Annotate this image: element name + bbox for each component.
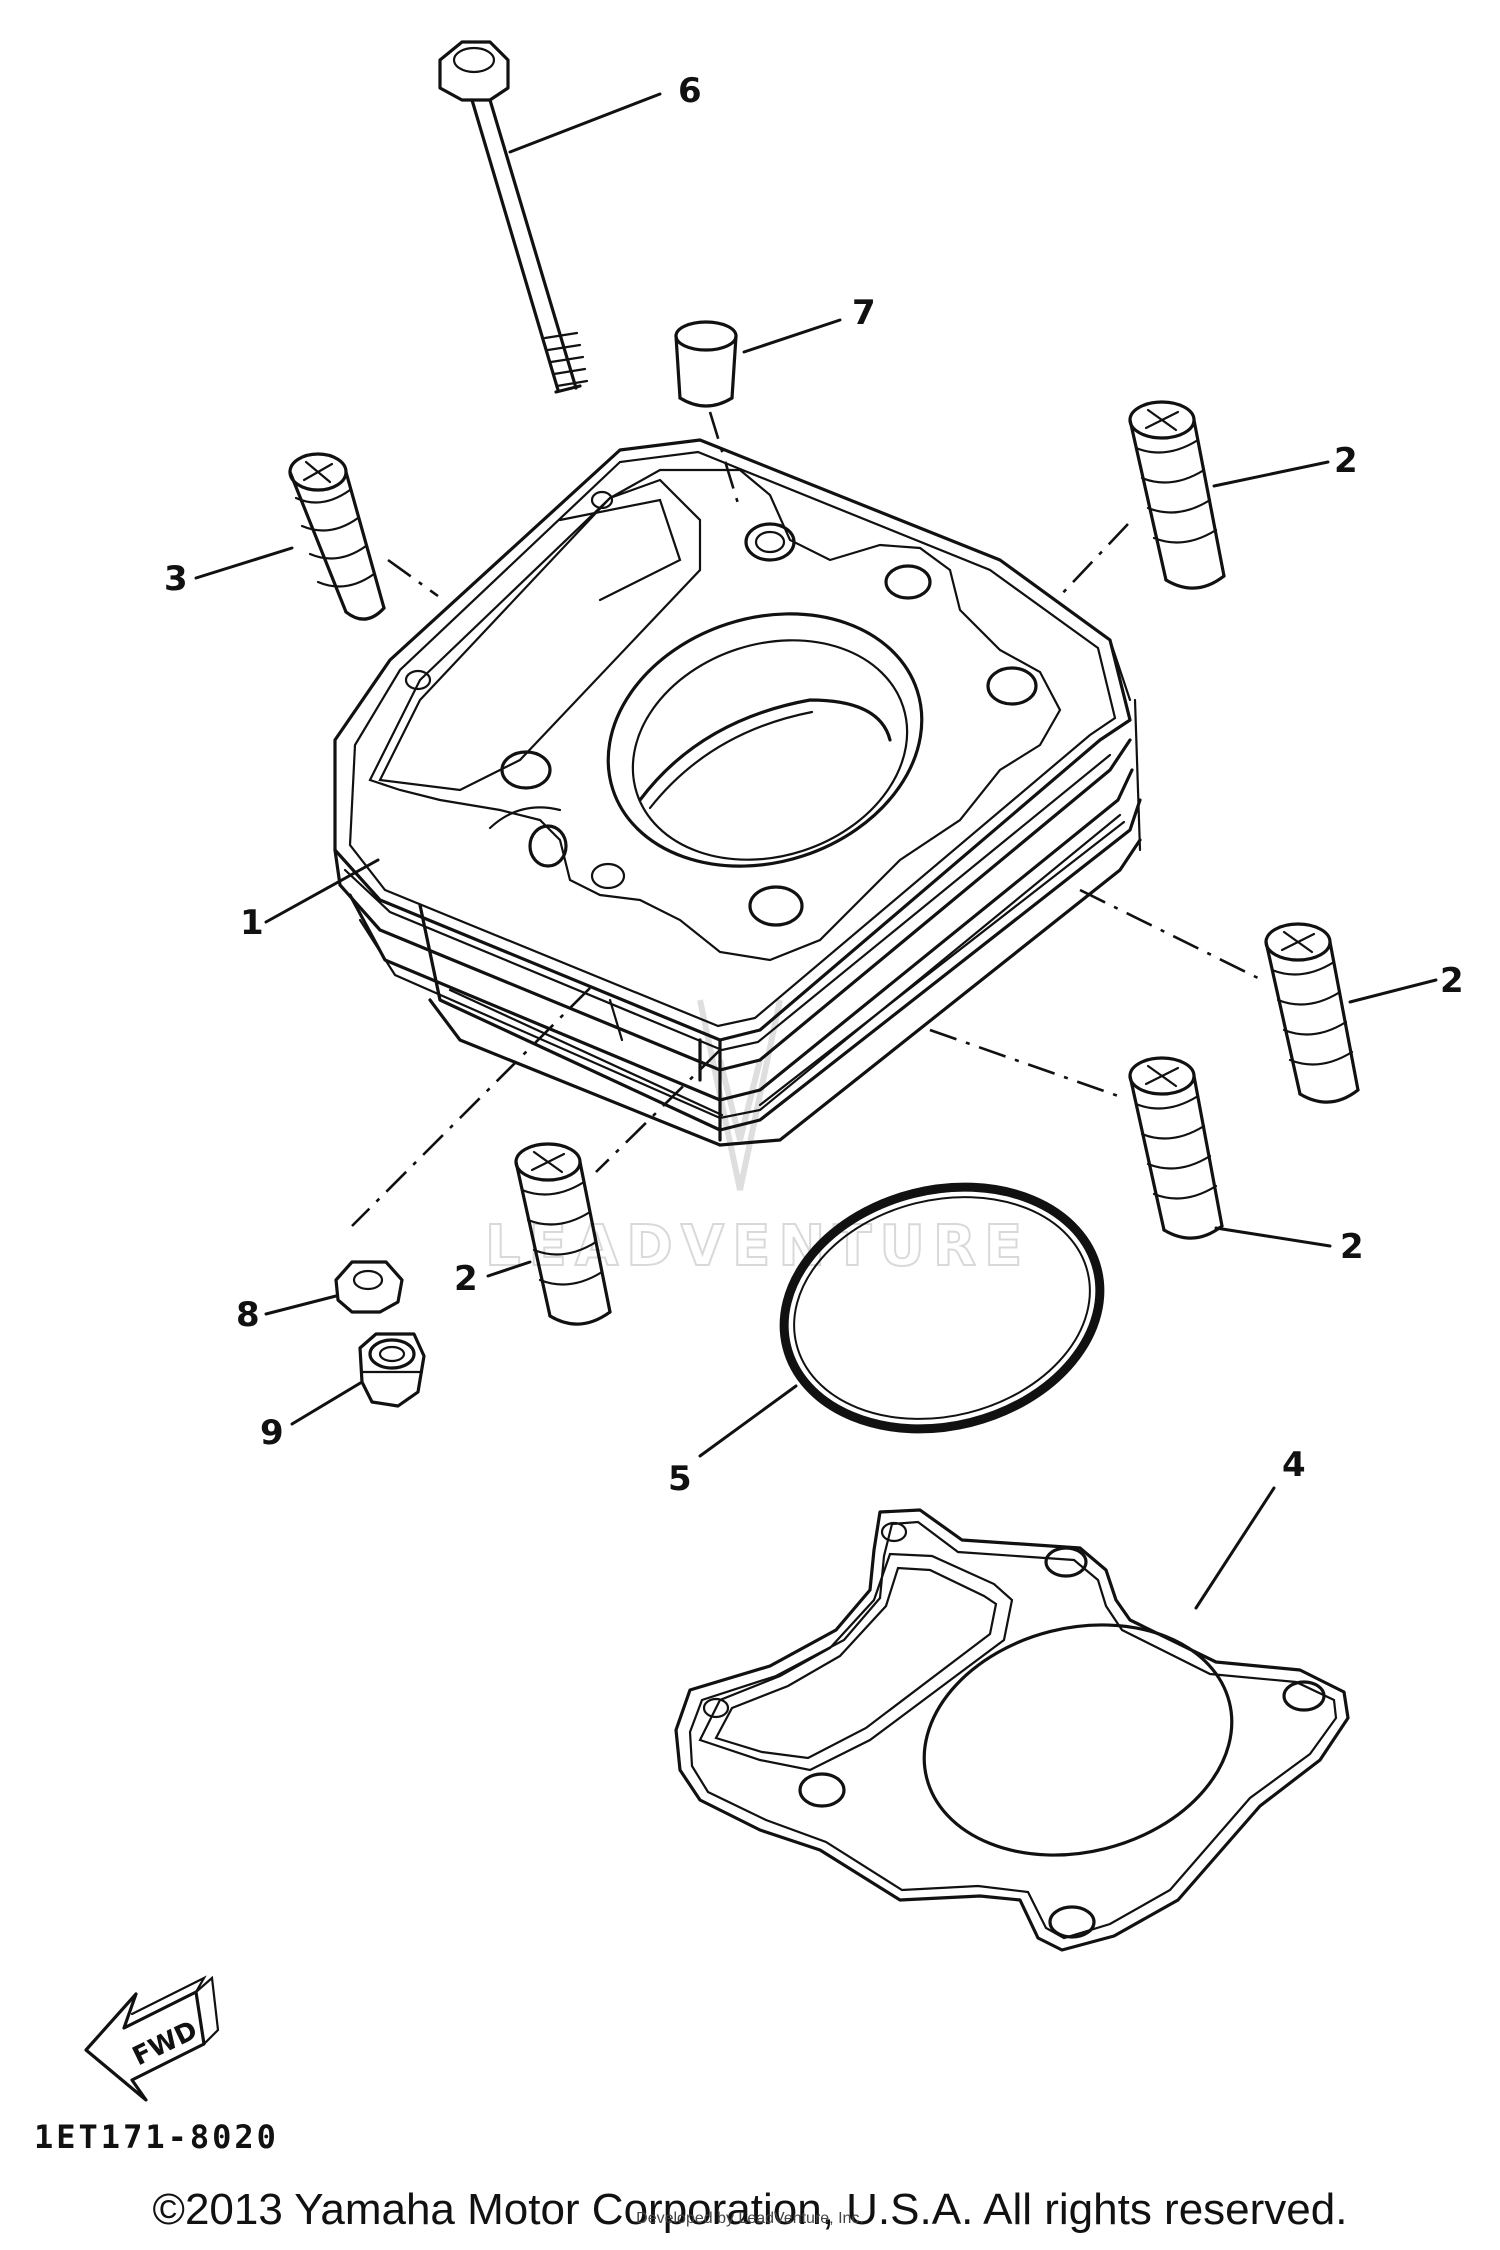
callout-1: 1 <box>240 858 380 943</box>
part-6-bolt[interactable] <box>438 40 589 394</box>
fwd-arrow-icon: FWD <box>84 1975 220 2102</box>
part-4-gasket[interactable] <box>674 1508 1350 1952</box>
part-2-stud-bolt-d[interactable] <box>514 1142 612 1326</box>
callout-9: 9 <box>260 1380 364 1453</box>
part-2-stud-bolt-b[interactable] <box>1264 922 1360 1104</box>
part-3-stud-bolt[interactable] <box>288 452 439 621</box>
callout-2b: 2 <box>1348 961 1464 1004</box>
alignment-lines <box>351 888 1263 1227</box>
part-5-o-ring[interactable] <box>758 1155 1126 1461</box>
svg-text:6: 6 <box>678 71 702 111</box>
copyright-notice: ©2013 Yamaha Motor Corporation, U.S.A. A… <box>152 2185 1348 2234</box>
svg-text:4: 4 <box>1282 1445 1306 1485</box>
callout-6: 6 <box>508 71 702 154</box>
svg-text:5: 5 <box>668 1459 692 1499</box>
callout-4: 4 <box>1194 1445 1306 1610</box>
part-9-nut[interactable] <box>358 1332 426 1408</box>
part-7-dowel-pin[interactable] <box>674 320 742 511</box>
callout-2d: 2 <box>454 1259 532 1299</box>
diagram-code: 1ET171-8020 <box>34 2118 279 2156</box>
callout-7: 7 <box>742 293 876 354</box>
watermark-text: LEADVENTURE <box>485 1214 1030 1279</box>
svg-text:9: 9 <box>260 1413 284 1453</box>
callout-8: 8 <box>236 1294 338 1335</box>
svg-text:8: 8 <box>236 1295 260 1335</box>
callout-2a: 2 <box>1212 441 1358 488</box>
callout-5: 5 <box>668 1384 798 1499</box>
credit-notice: Developed by LeadVenture, Inc. <box>636 2210 864 2227</box>
part-2-stud-bolt-c[interactable] <box>1128 1056 1224 1240</box>
svg-text:2: 2 <box>1334 441 1358 481</box>
callout-2c: 2 <box>1214 1226 1364 1267</box>
callout-3: 3 <box>164 546 294 599</box>
svg-text:1: 1 <box>240 903 264 943</box>
watermark: LEADVENTURE <box>484 999 1030 1280</box>
svg-text:3: 3 <box>164 559 188 599</box>
svg-text:7: 7 <box>852 293 876 333</box>
svg-text:2: 2 <box>454 1259 478 1299</box>
part-1-cylinder[interactable] <box>333 438 1142 1147</box>
svg-text:2: 2 <box>1440 961 1464 1001</box>
part-8-seal[interactable] <box>334 1260 404 1314</box>
part-2-stud-bolt-a[interactable] <box>1057 400 1226 599</box>
svg-text:2: 2 <box>1340 1227 1364 1267</box>
